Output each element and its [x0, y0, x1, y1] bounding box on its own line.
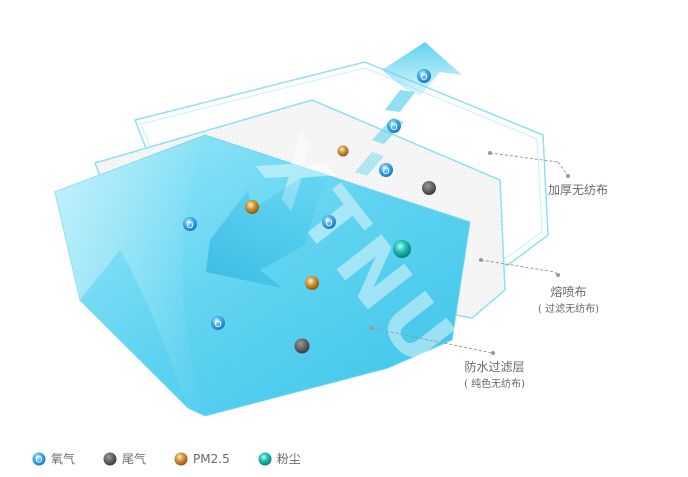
oxygen-particle-icon: O	[183, 217, 197, 231]
oxygen-particle-icon: O	[32, 452, 46, 465]
svg-text:O: O	[390, 123, 397, 133]
exhaust-particle-icon	[294, 338, 310, 354]
svg-text:O: O	[35, 455, 42, 465]
leader-dot	[369, 326, 373, 330]
layer-name: 加厚无纺布	[548, 183, 609, 197]
svg-text:O: O	[420, 73, 427, 83]
layer-sub: ( 纯色无纺布)	[464, 379, 525, 390]
legend-label: PM2.5	[193, 451, 230, 466]
leader-dot	[491, 351, 495, 355]
oxygen-particle-icon: O	[379, 163, 393, 177]
legend-label: 粉尘	[276, 452, 301, 466]
legend-item-exhaust: 尾气	[103, 450, 146, 467]
exhaust-particle-icon	[103, 452, 117, 465]
pm25-particle-icon	[174, 452, 188, 465]
leader-dot	[488, 151, 492, 155]
legend-item-dust: 粉尘	[258, 450, 301, 467]
layer-label-thick: 加厚无纺布	[548, 181, 608, 198]
leader-lines	[370, 152, 559, 354]
svg-text:O: O	[325, 219, 332, 229]
legend: O 氧气 尾气 PM2.5 粉尘	[32, 450, 329, 467]
oxygen-particle-icon: O	[387, 119, 401, 133]
particles: O O O O O O	[183, 69, 436, 354]
legend-label: 氧气	[51, 452, 76, 466]
layer-name: 防水过滤层	[464, 360, 525, 374]
layer-label-meltblown: 熔喷布 ( 过滤无纺布)	[538, 283, 599, 315]
svg-text:O: O	[214, 320, 221, 330]
dust-particle-icon	[393, 240, 411, 258]
pm25-particle-icon	[305, 276, 319, 290]
pm25-particle-icon	[337, 145, 349, 157]
pm25-particle-icon	[245, 200, 259, 214]
layer-label-waterproof: 防水过滤层 ( 纯色无纺布)	[464, 358, 525, 390]
oxygen-particle-icon: O	[417, 69, 431, 83]
layer-waterproof-sheen	[55, 135, 205, 416]
leader-dot	[479, 258, 483, 262]
svg-text:O: O	[186, 221, 193, 231]
svg-text:O: O	[382, 167, 389, 177]
layer-name: 熔喷布	[550, 285, 587, 299]
legend-label: 尾气	[122, 452, 147, 466]
oxygen-particle-icon: O	[322, 215, 336, 229]
exhaust-particle-icon	[422, 181, 436, 195]
oxygen-particle-icon: O	[211, 316, 225, 330]
layer-sub: ( 过滤无纺布)	[538, 304, 599, 315]
dust-particle-icon	[258, 452, 272, 465]
legend-item-oxygen: O 氧气	[32, 450, 75, 467]
blocked-flow-arrow	[206, 175, 330, 288]
legend-item-pm25: PM2.5	[174, 452, 230, 466]
